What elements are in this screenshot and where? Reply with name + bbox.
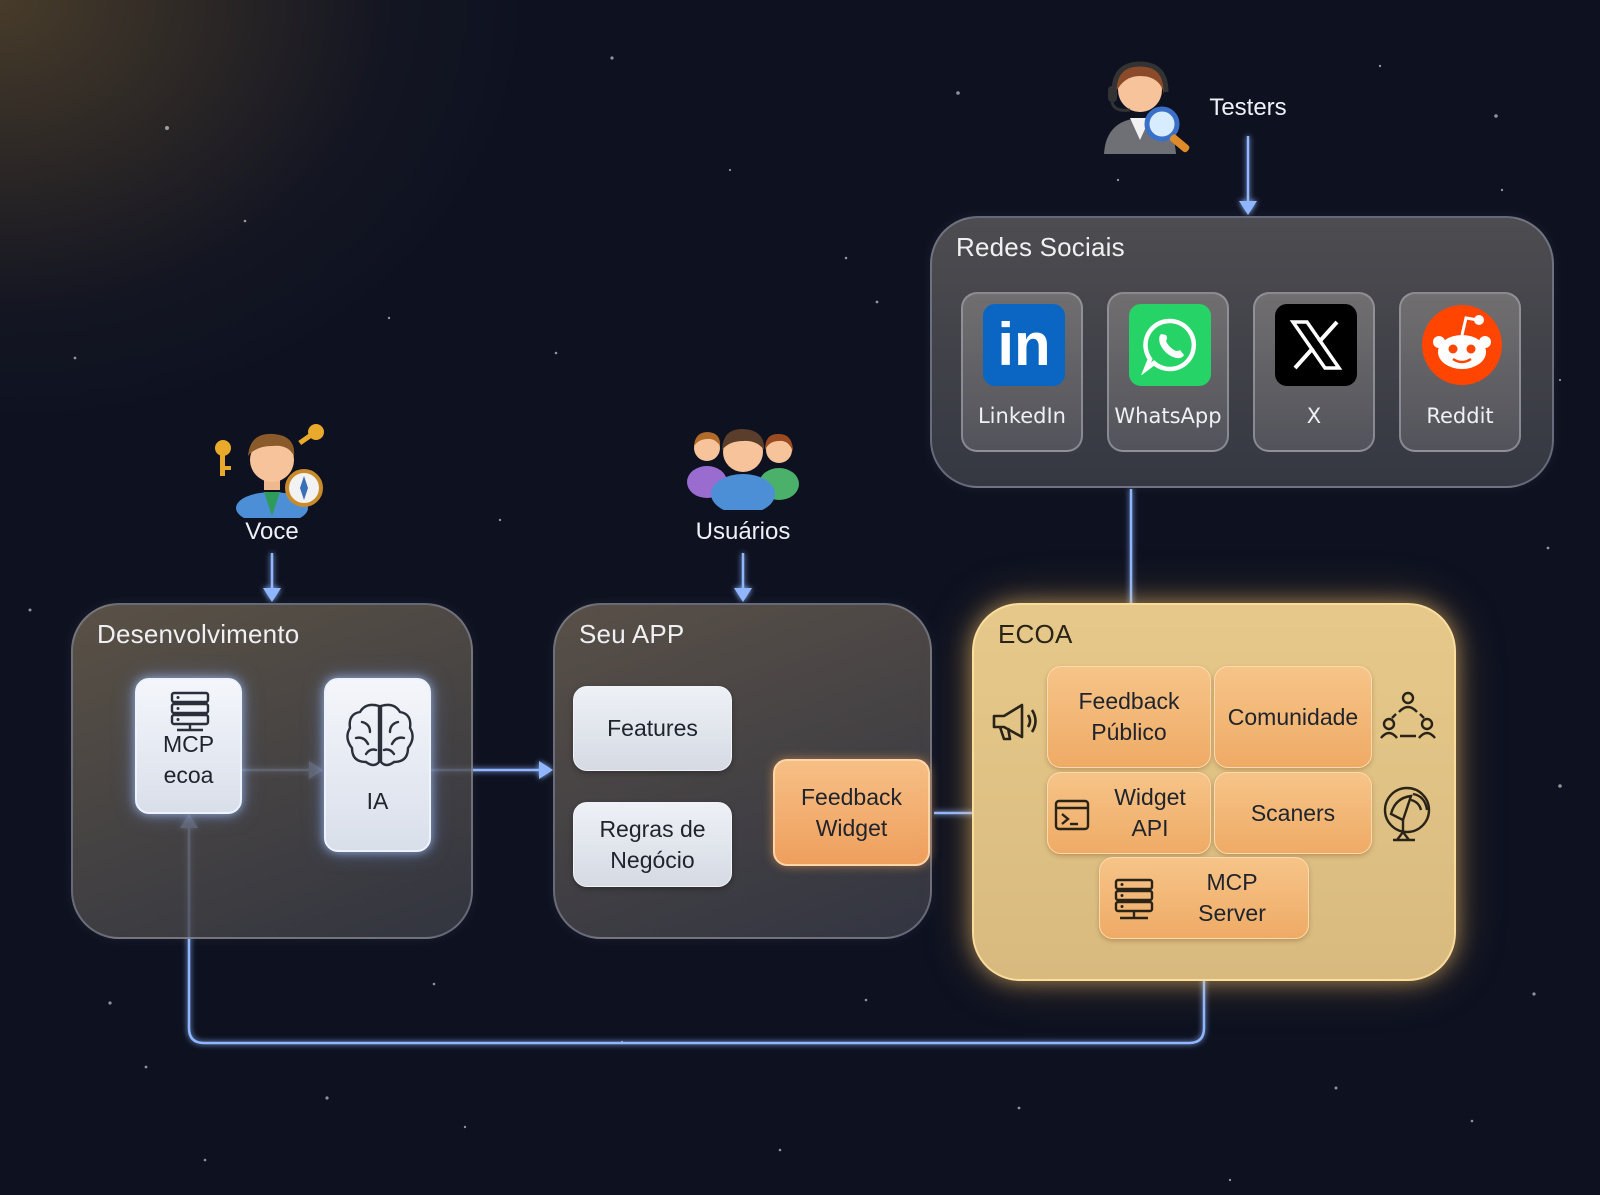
- reddit-icon: [1421, 304, 1503, 386]
- actor-label-usuarios: Usuários: [695, 518, 791, 545]
- server-icon: [170, 691, 210, 732]
- node-regras-de-negocio[interactable]: Regras de Negócio: [573, 802, 732, 887]
- actor-label-testers: Testers: [1209, 94, 1287, 121]
- radar-icon: [1383, 786, 1431, 842]
- node-mcp-server[interactable]: MCP Server: [1099, 857, 1309, 939]
- node-feedback-publico[interactable]: Feedback Público: [1047, 666, 1211, 768]
- social-label-linkedin: LinkedIn: [977, 404, 1066, 428]
- community-icon: [1380, 691, 1436, 739]
- whatsapp-icon: [1129, 304, 1211, 386]
- linkedin-icon: in: [983, 304, 1065, 386]
- group-title-seu-app: Seu APP: [579, 619, 685, 649]
- node-label-ia: IA: [366, 787, 389, 814]
- group-title-redes-sociais: Redes Sociais: [956, 232, 1125, 262]
- linkedin-logo-text: in: [997, 311, 1051, 378]
- node-label-mcp-server: MCP Server: [1198, 869, 1266, 926]
- node-comunidade[interactable]: Comunidade: [1214, 666, 1372, 768]
- x-glyph: [1289, 320, 1343, 370]
- server-icon: [1114, 878, 1154, 920]
- node-label-widget-api: Widget API: [1114, 784, 1186, 841]
- social-label-x: X: [1306, 404, 1322, 428]
- x-icon: [1275, 304, 1357, 386]
- social-card-linkedin[interactable]: in LinkedIn: [961, 292, 1083, 452]
- node-ia[interactable]: IA: [324, 678, 431, 852]
- social-card-x[interactable]: X: [1253, 292, 1375, 452]
- terminal-icon: [1054, 799, 1090, 831]
- brain-icon: [346, 703, 414, 767]
- support-agent-icon: [1104, 61, 1190, 154]
- node-widget-api[interactable]: Widget API: [1047, 772, 1211, 854]
- social-label-whatsapp: WhatsApp: [1114, 404, 1222, 428]
- node-mcp-ecoa[interactable]: MCP ecoa: [135, 678, 242, 814]
- whatsapp-glyph: [1141, 318, 1197, 375]
- social-card-whatsapp[interactable]: WhatsApp: [1107, 292, 1229, 452]
- social-label-reddit: Reddit: [1426, 404, 1494, 428]
- reddit-glyph: [1422, 305, 1502, 385]
- group-title-ecoa: ECOA: [998, 619, 1073, 649]
- node-feedback-widget[interactable]: Feedback Widget: [773, 759, 930, 866]
- node-label-mcp-ecoa: MCP ecoa: [162, 731, 215, 788]
- person-with-keys-icon: [215, 424, 324, 518]
- megaphone-icon: [992, 703, 1037, 741]
- node-scaners[interactable]: Scaners: [1214, 772, 1372, 854]
- loop-mcpserver-mcpecoa: [187, 826, 1206, 1045]
- node-features[interactable]: Features: [573, 686, 732, 771]
- group-title-desenvolvimento: Desenvolvimento: [97, 619, 300, 649]
- social-card-reddit[interactable]: Reddit: [1399, 292, 1521, 452]
- users-group-icon: [687, 428, 799, 510]
- actor-label-voce: Voce: [245, 518, 299, 545]
